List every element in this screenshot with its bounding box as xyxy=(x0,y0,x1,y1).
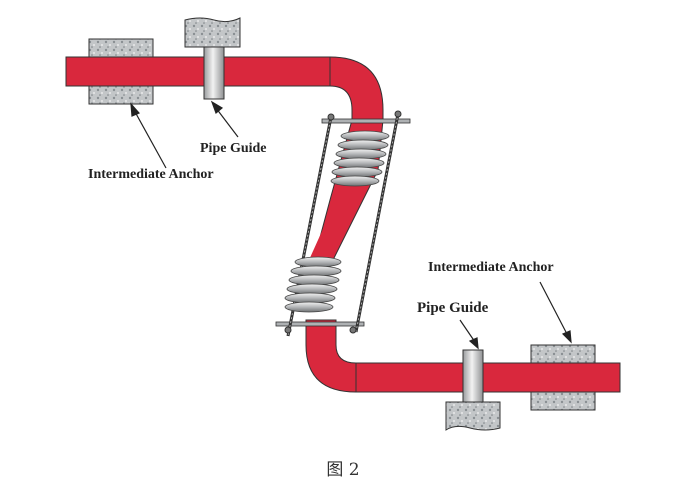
top-pipe-guide-label: Pipe Guide xyxy=(200,141,267,156)
bottom-pipe-guide-support xyxy=(445,401,501,431)
figure-caption: 图 2 xyxy=(326,460,360,480)
top-pipe-guide-support xyxy=(184,17,241,48)
top-pipe-guide xyxy=(203,46,225,100)
top-intermediate-anchor xyxy=(88,38,154,105)
upper-bellows xyxy=(330,130,390,187)
label-arrows xyxy=(130,100,572,350)
pipe xyxy=(65,56,621,393)
bottom-pipe-guide-label: Pipe Guide xyxy=(417,300,489,316)
top-anchor-label: Intermediate Anchor xyxy=(88,167,214,182)
lower-bellows xyxy=(284,256,342,313)
bottom-intermediate-anchor xyxy=(530,344,596,411)
bottom-pipe-guide xyxy=(462,349,484,403)
bottom-anchor-label: Intermediate Anchor xyxy=(428,260,554,275)
